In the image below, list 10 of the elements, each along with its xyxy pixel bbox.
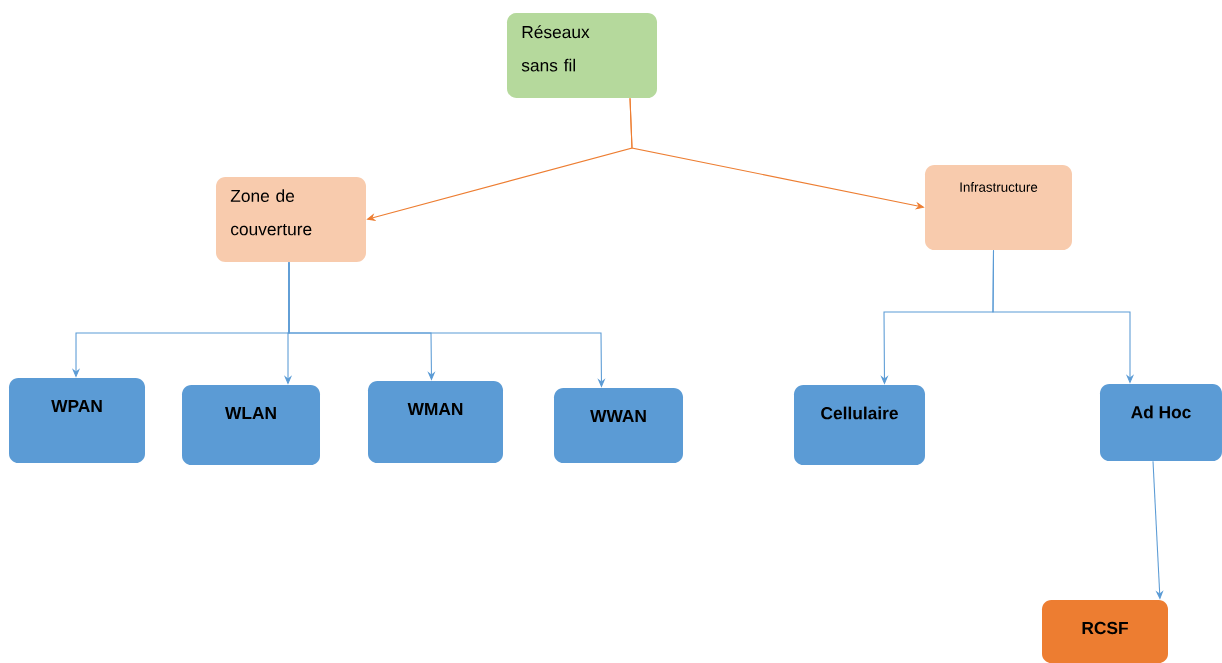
network-box: WMAN (368, 381, 503, 463)
network-box: Cellulaire (794, 385, 925, 465)
category-box: Réseaux sans fil (507, 13, 657, 98)
category-box: Infrastructure (925, 165, 1072, 250)
network-box: WWAN (554, 388, 683, 463)
network-box: Ad Hoc (1100, 384, 1222, 461)
network-box: RCSF (1042, 600, 1168, 663)
network-box: WLAN (182, 385, 320, 465)
network-box: WPAN (9, 378, 145, 463)
category-box: Zone de couverture (216, 177, 366, 262)
